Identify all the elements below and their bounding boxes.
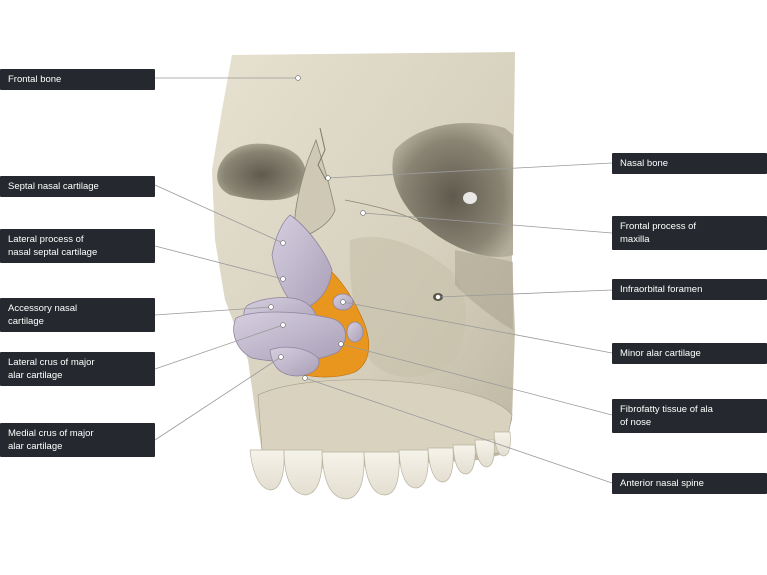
- label-text: Frontal bone: [8, 73, 62, 85]
- leader-accessory: [154, 306, 272, 316]
- pin-septal[interactable]: [280, 240, 286, 246]
- leader-frontal-process: [362, 212, 613, 234]
- tooth: [321, 451, 365, 500]
- tooth: [249, 449, 285, 491]
- maxilla-shading: [349, 236, 466, 377]
- label-accessory-nasal-cartilage[interactable]: Accessory nasal cartilage: [0, 298, 155, 332]
- teeth: [249, 431, 511, 500]
- suture-line: [317, 127, 327, 181]
- nasal-bone-shape: [294, 138, 336, 241]
- label-text: Minor alar cartilage: [620, 347, 701, 359]
- tooth: [363, 451, 400, 496]
- right-orbit: [392, 123, 513, 258]
- lateral-crus-shape: [233, 311, 346, 362]
- label-text: Infraorbital foramen: [620, 283, 703, 295]
- leader-lateral-crus: [154, 324, 284, 370]
- tooth: [427, 447, 454, 483]
- leader-medial-crus: [154, 356, 282, 441]
- label-text: Fibrofatty tissue of ala of nose: [620, 403, 713, 429]
- nasal-cartilage: [233, 214, 364, 377]
- label-lateral-process-septal-cartilage[interactable]: Lateral process of nasal septal cartilag…: [0, 229, 155, 263]
- label-text: Lateral crus of major alar cartilage: [8, 356, 95, 382]
- label-text: Frontal process of maxilla: [620, 220, 697, 246]
- label-minor-alar-cartilage[interactable]: Minor alar cartilage: [612, 343, 767, 364]
- pin-medial-crus[interactable]: [278, 354, 284, 360]
- leader-nasal-spine: [304, 377, 613, 484]
- label-septal-nasal-cartilage[interactable]: Septal nasal cartilage: [0, 176, 155, 197]
- tooth: [283, 449, 323, 496]
- label-text: Anterior nasal spine: [620, 477, 704, 489]
- label-anterior-nasal-spine[interactable]: Anterior nasal spine: [612, 473, 767, 494]
- pin-lateral-process[interactable]: [280, 276, 286, 282]
- label-text: Accessory nasal cartilage: [8, 302, 78, 328]
- minor-alar-cartilage-shape-2: [346, 321, 364, 343]
- label-text: Lateral process of nasal septal cartilag…: [8, 233, 98, 259]
- leader-minor-alar: [342, 301, 613, 354]
- suture-line-2: [344, 199, 421, 223]
- pin-infraorbital[interactable]: [435, 294, 441, 300]
- pin-frontal-bone[interactable]: [295, 75, 301, 81]
- label-frontal-process-maxilla[interactable]: Frontal process of maxilla: [612, 216, 767, 250]
- tooth: [474, 439, 495, 468]
- label-fibrofatty-tissue-ala[interactable]: Fibrofatty tissue of ala of nose: [612, 399, 767, 433]
- label-infraorbital-foramen[interactable]: Infraorbital foramen: [612, 279, 767, 300]
- label-medial-crus-major-alar[interactable]: Medial crus of major alar cartilage: [0, 423, 155, 457]
- pin-nasal-spine[interactable]: [302, 375, 308, 381]
- pins: [268, 75, 441, 381]
- skull: [212, 52, 515, 470]
- label-text: Septal nasal cartilage: [8, 180, 99, 192]
- label-nasal-bone[interactable]: Nasal bone: [612, 153, 767, 174]
- tooth: [493, 431, 511, 457]
- leader-fibrofatty: [340, 343, 613, 416]
- tooth: [452, 444, 476, 475]
- orbit-foramen: [463, 192, 477, 204]
- pin-lateral-crus[interactable]: [280, 322, 286, 328]
- label-frontal-bone[interactable]: Frontal bone: [0, 69, 155, 90]
- leader-septal: [154, 184, 284, 244]
- pin-fibrofatty[interactable]: [338, 341, 344, 347]
- pin-frontal-process[interactable]: [360, 210, 366, 216]
- leader-lateral-process: [154, 245, 284, 280]
- label-lateral-crus-major-alar[interactable]: Lateral crus of major alar cartilage: [0, 352, 155, 386]
- medial-crus-shape: [269, 346, 320, 377]
- left-orbit: [217, 143, 306, 201]
- label-text: Nasal bone: [620, 157, 669, 169]
- leader-infraorbital: [437, 289, 613, 298]
- pin-accessory[interactable]: [268, 304, 274, 310]
- leader-lines: [154, 77, 613, 484]
- label-text: Medial crus of major alar cartilage: [8, 427, 94, 453]
- zygomatic-shading: [455, 250, 513, 330]
- leader-nasal-bone: [327, 162, 613, 179]
- pin-nasal-bone[interactable]: [325, 175, 331, 181]
- pin-minor-alar[interactable]: [340, 299, 346, 305]
- tooth: [398, 449, 429, 489]
